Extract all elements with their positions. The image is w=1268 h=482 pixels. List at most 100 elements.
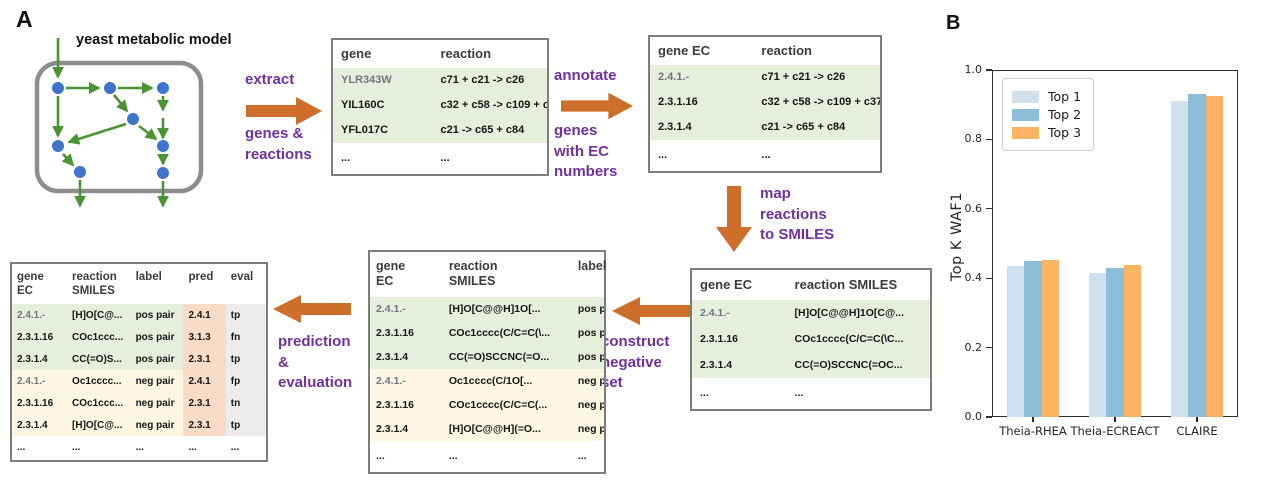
table-cell: Oc1cccc... [67,370,131,393]
y-tick-mark [986,208,992,210]
table-cell: c71 + c21 -> c26 [753,64,880,90]
table-cell: COc1ccc... [67,326,131,349]
bar-top-3-theia-ecreact [1123,265,1142,417]
arrow-down-icon [716,186,752,252]
y-tick-label: 0.4 [964,271,983,285]
table-cell: ... [700,386,709,399]
table-cell: 2.3.1.4 [650,114,754,140]
column-header: gene EC [376,259,406,289]
table-cell: YLR343W [333,67,433,93]
table-cell: [H]O[C@@H]1O[... [442,296,572,321]
column-header: pred [188,271,214,283]
table-row: 2.4.1.-Oc1cccc(C/1O[...neg pair [370,368,604,393]
legend-swatch [1012,126,1039,139]
column-header: label [135,271,162,283]
bar-top-1-theia-ecreact [1088,272,1107,417]
table-cell: CC(=O)S... [67,348,131,371]
step-label-extract: extract [245,71,295,88]
table-cell: 2.3.1.16 [650,89,754,115]
x-tick-label-claire: CLAIRE [1176,424,1218,438]
table-row: 2.4.1.-[H]O[C@@H]1O[...pos pair [370,296,604,321]
column-header: reaction [440,46,492,61]
table-cell: [H]O[C@@H]1O[C@... [786,299,930,326]
column-header: gene EC [17,271,44,298]
panel-a-label: A [16,6,33,32]
bar-top-1-theia-rhea [1006,266,1025,417]
column-header: reaction [761,43,812,58]
table-row: ...... [692,378,930,409]
table-cell: neg pair [130,414,184,437]
table-cell: 2.4.1 [183,370,226,393]
x-tick-mark [1196,417,1198,422]
table-row: 2.4.1.-c71 + c21 -> c26 [650,64,880,90]
table-cell: 2.3.1.4 [12,414,68,437]
arrow-right-icon [561,92,633,120]
table-cell: c32 + c58 -> c109 + c37 [432,92,547,118]
bar-top-3-claire [1205,96,1224,417]
legend-item-top-3: Top 3 [1012,125,1081,140]
table-cell: ... [341,151,351,164]
table-cell: 2.3.1.16 [370,320,443,345]
table-cell: c21 -> c65 + c84 [753,114,880,140]
legend-item-top-2: Top 2 [1012,107,1081,122]
table-cell: pos pair [130,348,184,371]
column-header: eval [230,271,254,283]
table-cell: ... [448,449,458,462]
table-cell: fp [225,370,266,393]
table-cell: 2.3.1.4 [692,351,787,378]
step-label-map-reactions-to-smiles: map reactions to SMILES [760,185,835,244]
table-cell: c21 -> c65 + c84 [432,117,547,143]
table-cell: [H]O[C@@H](=O... [442,416,572,441]
table-cell: CC(=O)SCCNC(=O... [442,344,572,369]
y-tick-label: 1.0 [964,63,983,76]
table-cell: CC(=O)SCCNC(=OC... [786,351,930,378]
table-cell: 2.4.1.- [650,64,754,90]
table-cell: 2.4.1.- [12,370,68,393]
diagram-title: yeast metabolic model [76,32,232,48]
table-cell: 2.3.1.16 [692,325,787,352]
table-cell: 2.3.1.16 [12,326,68,349]
bar-top-2-theia-ecreact [1106,268,1124,417]
table-cell: neg pair [571,392,604,417]
x-tick-mark [1032,417,1034,422]
column-header: gene EC [658,43,711,58]
y-tick-label: 0.6 [964,201,983,215]
legend-swatch [1012,108,1039,121]
table-cell: 2.4.1.- [370,296,443,321]
legend-label: Top 3 [1048,125,1082,140]
table-row: ......... [370,441,604,472]
column-header: reaction SMILES [448,259,498,289]
step-label-prediction-evaluation: prediction & evaluation [278,333,353,392]
column-header: label [577,259,607,273]
metabolite-nodes [52,82,169,179]
table-cell: pos pair [571,320,604,345]
table-cell: COc1cccc(C/C=C(... [442,392,572,417]
bar-top-1-claire [1170,100,1189,417]
table-cell: neg pair [571,368,604,393]
table-row: 2.3.1.4CC(=O)SCCNC(=O...pos pair [370,344,604,369]
table-cell: ... [230,442,240,454]
table-row: ...... [650,140,880,171]
column-header: gene [341,46,372,61]
table-cell: COc1cccc(C/C=C(\... [442,320,572,345]
y-tick-label: 0.0 [964,410,983,423]
x-tick-label-theia-rhea: Theia-RHEA [999,424,1067,438]
